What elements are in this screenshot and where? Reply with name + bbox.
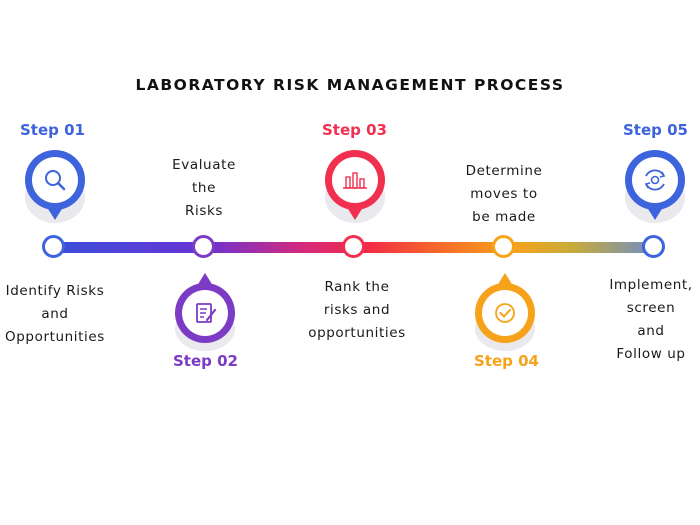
step-2-desc-line: the	[192, 180, 216, 196]
step-1-description: Identify Risks and Opportunities	[0, 280, 114, 349]
step-4-description: Determine moves to be made	[444, 160, 564, 229]
step-1-pin	[10, 142, 100, 232]
step-1-desc-line: and	[41, 306, 69, 322]
timeline-node-step-2	[192, 235, 215, 258]
step-5-description: Implement, screen and Follow up	[596, 274, 700, 366]
timeline-node-step-5	[642, 235, 665, 258]
step-4-pin	[460, 265, 550, 355]
step-1-desc-line: Opportunities	[5, 329, 105, 345]
step-1-desc-line: Identify Risks	[5, 283, 105, 299]
timeline-node-step-4	[492, 235, 515, 258]
step-5-pin	[610, 142, 700, 232]
step-4-desc-line: be made	[472, 209, 536, 225]
step-5-desc-line: screen	[626, 300, 676, 316]
bar-chart-icon	[343, 172, 367, 189]
step-5-desc-line: Follow up	[616, 346, 686, 362]
timeline-node-step-3	[342, 235, 365, 258]
cycle-gear-icon	[644, 169, 666, 191]
step-3-label: Step 03	[322, 121, 387, 139]
step-2-pin	[160, 265, 250, 355]
step-3-description: Rank the risks and opportunities	[292, 276, 422, 345]
step-2-label: Step 02	[173, 352, 238, 370]
document-pencil-icon	[196, 303, 217, 323]
step-2-description: Evaluate the Risks	[144, 154, 264, 223]
step-1-label: Step 01	[20, 121, 85, 139]
step-2-desc-line: Risks	[184, 203, 223, 219]
step-5-label: Step 05	[623, 121, 688, 139]
step-4-desc-line: Determine	[465, 163, 543, 179]
step-3-desc-line: opportunities	[308, 325, 406, 341]
step-4-label: Step 04	[474, 352, 539, 370]
magnifier-icon	[45, 170, 66, 191]
step-3-desc-line: Rank the	[324, 279, 390, 295]
step-5-desc-line: Implement,	[609, 277, 693, 293]
step-5-desc-line: and	[637, 323, 665, 339]
step-3-desc-line: risks and	[323, 302, 391, 318]
page-title: LABORATORY RISK MANAGEMENT PROCESS	[135, 76, 565, 94]
step-2-desc-line: Evaluate	[172, 157, 236, 173]
timeline-node-step-1	[42, 235, 65, 258]
step-3-pin	[310, 142, 400, 232]
step-4-desc-line: moves to	[470, 186, 538, 202]
check-circle-icon	[495, 303, 515, 323]
